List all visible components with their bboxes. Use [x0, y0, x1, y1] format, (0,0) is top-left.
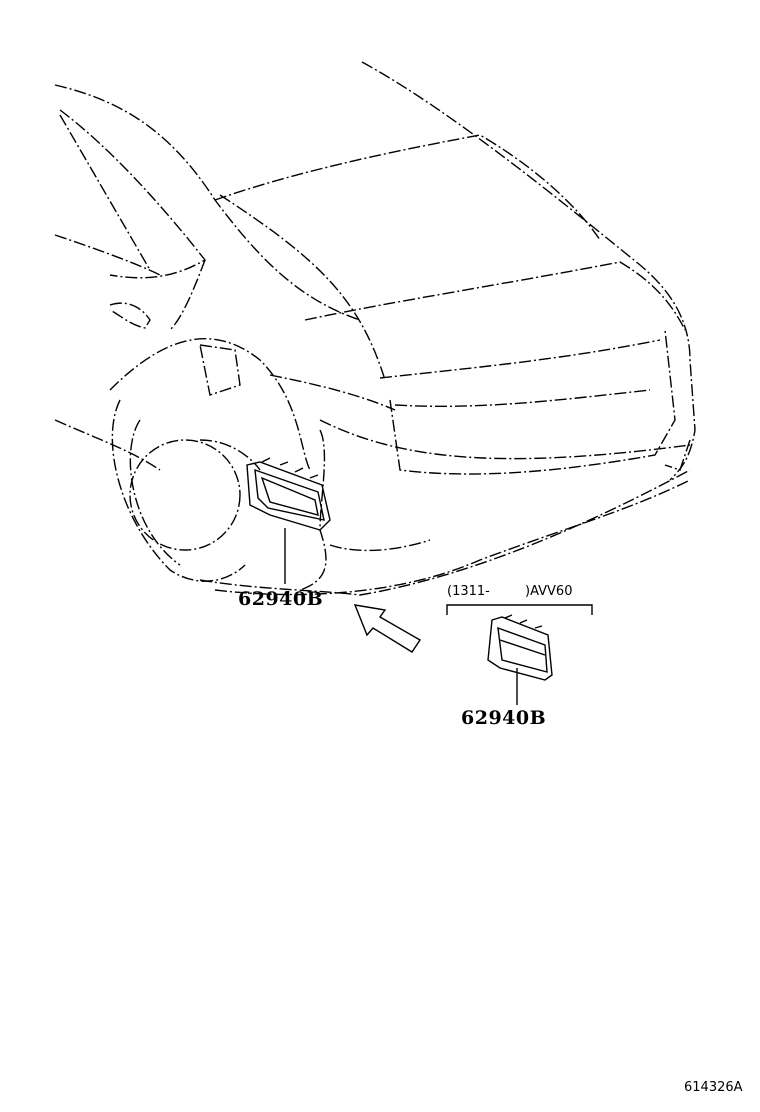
part-number-callout[interactable]: 62940B — [238, 588, 324, 610]
part-number-callout[interactable]: 62940B — [461, 707, 547, 729]
variant-bracket — [446, 604, 593, 615]
variant-date-range: (1311- — [447, 584, 490, 599]
car-body-outline — [54, 61, 696, 596]
illustration-id: 614326A — [684, 1080, 743, 1095]
variant-model-code: )AVV60 — [525, 584, 573, 599]
arrow-icon — [353, 604, 421, 653]
rear-reflector-illustration — [246, 457, 331, 531]
reflector-variant-illustration — [487, 614, 553, 681]
